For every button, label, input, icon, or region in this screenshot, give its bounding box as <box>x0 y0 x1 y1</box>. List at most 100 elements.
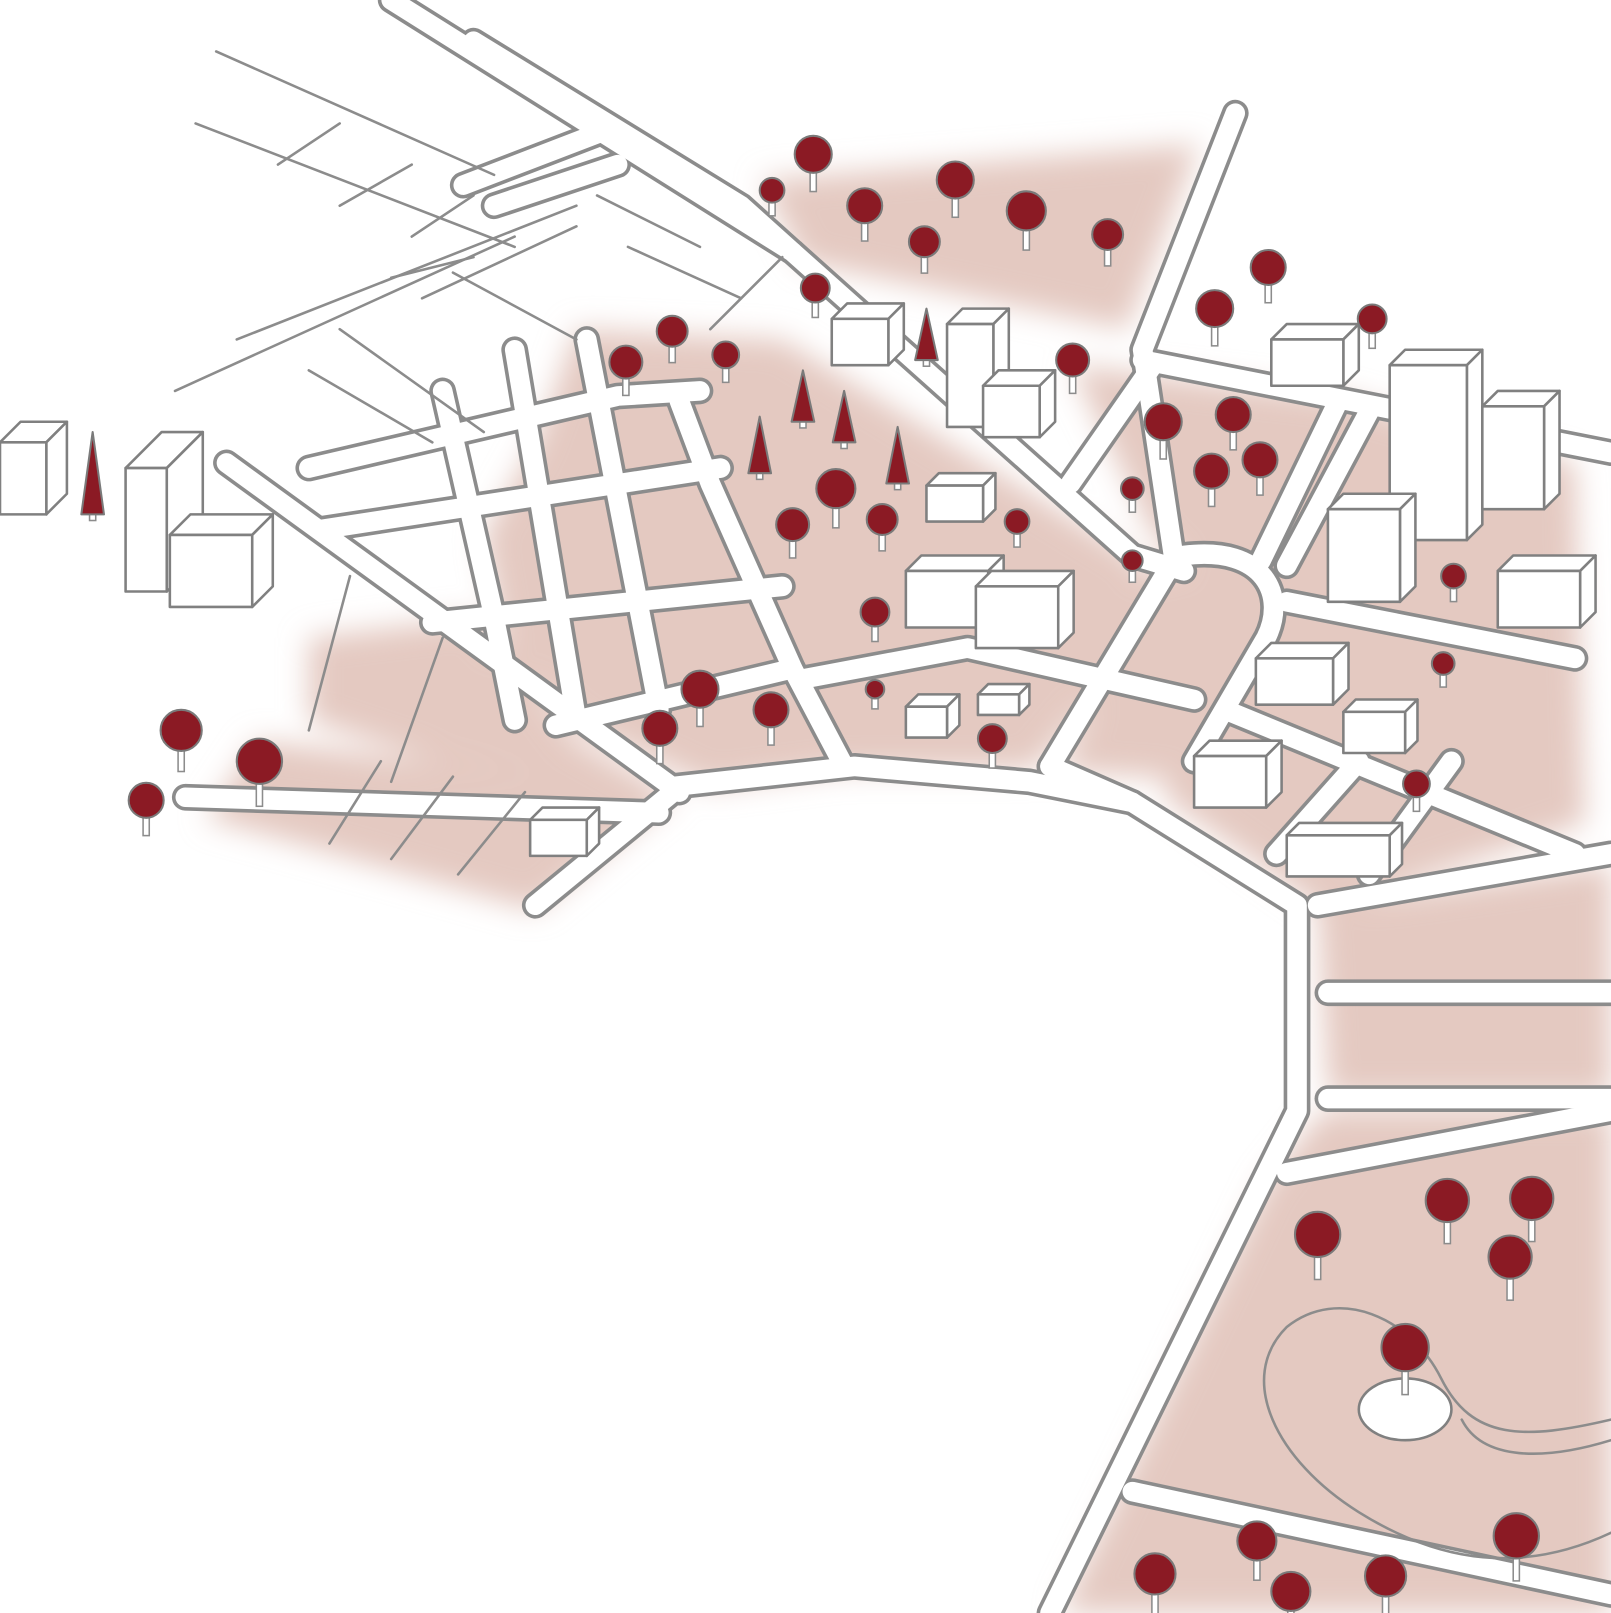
street-line <box>410 194 475 238</box>
tree-icon <box>680 669 720 728</box>
building <box>1496 554 1597 629</box>
tree-icon <box>1492 1512 1540 1582</box>
conifer-tree-icon <box>914 307 939 367</box>
tree-icon <box>793 134 833 193</box>
road <box>576 329 669 720</box>
tree-icon <box>235 737 284 808</box>
tree-icon <box>127 781 165 837</box>
street-line <box>595 194 702 249</box>
tree-icon <box>1402 769 1431 813</box>
tree-icon <box>1005 190 1047 251</box>
street-grid-lines <box>173 50 784 876</box>
street-line <box>328 759 383 845</box>
street-line <box>338 327 486 434</box>
road <box>669 391 854 777</box>
road <box>659 756 1143 813</box>
street-line <box>456 790 527 876</box>
road <box>453 123 607 195</box>
street-line <box>389 255 475 280</box>
tree-icon <box>935 160 975 219</box>
street-line <box>708 255 784 331</box>
street-line <box>338 163 414 208</box>
tree-icon <box>1091 218 1125 267</box>
building <box>168 513 275 609</box>
road <box>504 339 587 730</box>
street-line <box>451 271 578 341</box>
tree-icon <box>1214 396 1252 451</box>
building <box>1254 641 1350 706</box>
conifer-tree-icon <box>747 415 773 481</box>
tree-icon <box>1356 303 1388 350</box>
tree-icon <box>1121 549 1144 584</box>
tree-icon <box>1487 1234 1533 1301</box>
tree-icon <box>1236 1520 1278 1581</box>
tree-icon <box>846 187 884 242</box>
building <box>1342 698 1419 755</box>
tree-icon <box>159 708 203 773</box>
tree-icon <box>775 507 811 559</box>
building <box>1481 389 1561 511</box>
tree-icon <box>655 314 689 364</box>
tree-icon <box>1055 342 1091 395</box>
road <box>299 381 710 478</box>
tree-icon <box>752 691 790 746</box>
tree-icon <box>799 272 831 319</box>
street-line <box>389 636 444 784</box>
road <box>546 658 803 736</box>
tree-icon <box>641 709 679 765</box>
district-block <box>1060 565 1287 782</box>
buildings <box>0 302 1597 878</box>
building <box>976 682 1031 717</box>
tree-icon <box>1133 1552 1177 1613</box>
building <box>0 420 69 516</box>
tree-icon <box>1380 1322 1430 1396</box>
road <box>793 638 1204 710</box>
street-line <box>194 122 516 249</box>
road <box>1215 700 1585 864</box>
conifer-tree-icon <box>790 369 816 429</box>
building <box>1192 739 1283 809</box>
tree-icon <box>815 468 857 529</box>
trees <box>80 134 1555 1613</box>
tree-icon <box>1363 1554 1408 1613</box>
road <box>1276 401 1379 576</box>
street-line <box>276 122 341 166</box>
tree-icon <box>758 176 786 217</box>
conifer-tree-icon <box>885 425 910 491</box>
tree-icon <box>1424 1177 1470 1245</box>
building <box>830 302 906 367</box>
building <box>981 369 1057 439</box>
road <box>1122 1481 1611 1605</box>
tree-icon <box>1430 651 1456 688</box>
building <box>904 693 961 739</box>
road <box>1174 544 1284 772</box>
tree-icon <box>1293 1210 1342 1281</box>
road <box>463 31 803 262</box>
tree-icon <box>1440 562 1467 603</box>
building <box>1326 492 1417 604</box>
street-line <box>389 775 455 861</box>
district-block <box>308 617 670 793</box>
street-line <box>307 574 352 732</box>
tree-icon <box>864 678 886 710</box>
tree-icon <box>1249 248 1287 304</box>
tree-icon <box>1270 1570 1312 1613</box>
tree-icon <box>1003 508 1031 548</box>
tree-icon <box>608 344 644 397</box>
tree-icon <box>859 596 891 643</box>
tree-icon <box>1143 402 1183 460</box>
conifer-tree-icon <box>80 431 105 522</box>
road <box>309 458 731 540</box>
road <box>1276 1101 1611 1183</box>
road <box>1276 592 1585 669</box>
tree-icon <box>1241 441 1279 496</box>
district-block <box>1060 1110 1611 1613</box>
building <box>1388 348 1484 542</box>
street-line <box>214 50 496 177</box>
tree-icon <box>1119 476 1145 513</box>
tree-icon <box>1195 289 1235 347</box>
road <box>484 154 628 216</box>
road <box>1040 550 1184 777</box>
tree-icon <box>1193 452 1231 508</box>
